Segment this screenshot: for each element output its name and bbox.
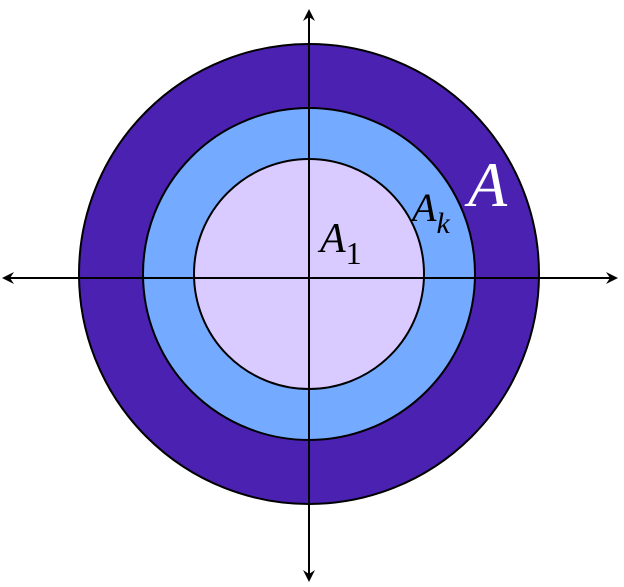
label-A1-sub: 1	[346, 235, 362, 271]
label-A1-base: A	[317, 216, 346, 262]
label-A1: A1	[317, 216, 362, 271]
label-Ak-base: A	[409, 185, 437, 230]
label-Ak-sub: k	[436, 207, 450, 240]
label-A: A	[464, 149, 508, 220]
label-Ak: Ak	[409, 185, 450, 240]
